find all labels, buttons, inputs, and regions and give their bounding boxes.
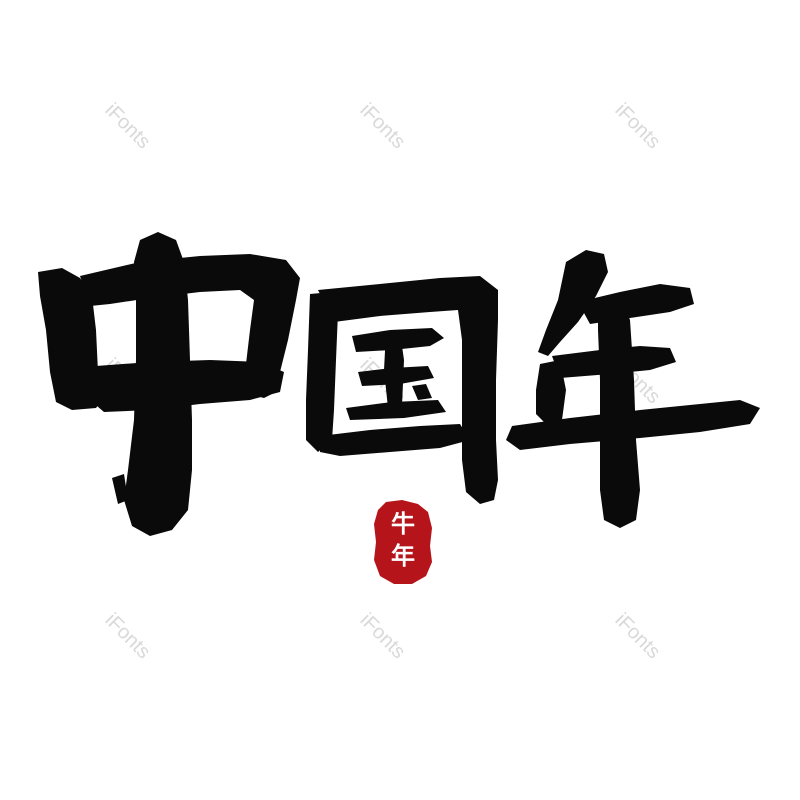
char-guo [306,276,498,504]
seal-shape [374,500,432,584]
seal-char-niu: 牛 [391,510,415,538]
char-nian [506,250,760,528]
char-zhong [38,232,300,536]
seal-stamp: 牛 年 [372,498,434,586]
seal-char-nian: 年 [391,542,415,570]
